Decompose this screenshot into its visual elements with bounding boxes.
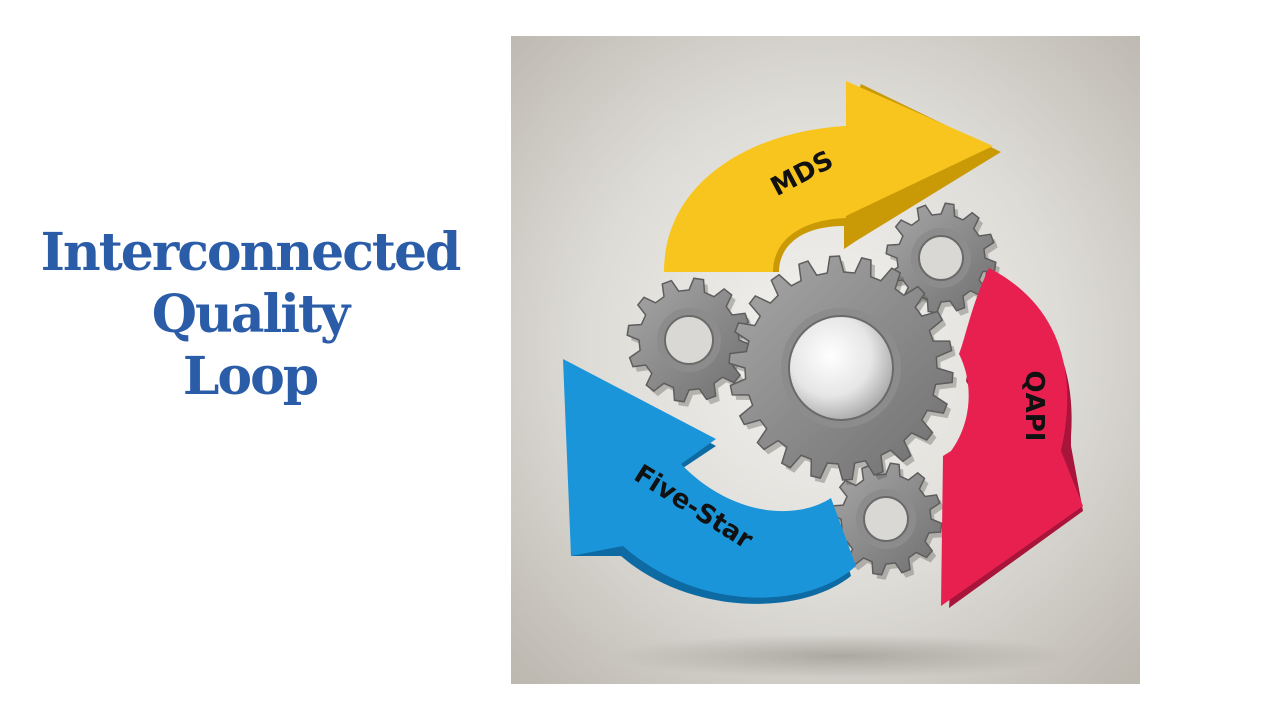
title-line-1: Interconnected <box>40 222 462 283</box>
cycle-diagram-svg: MDS QAPI Five-Star <box>511 36 1140 684</box>
floor-shadow <box>611 634 1071 678</box>
mds-arrow: MDS <box>664 81 1001 272</box>
qapi-arrow: QAPI <box>941 268 1083 608</box>
page-title: Interconnected Quality Loop <box>40 222 462 408</box>
qapi-arrow-body <box>941 268 1083 606</box>
small-gear-left <box>626 277 755 407</box>
five-star-arrow-body <box>563 359 856 598</box>
mds-arrow-body <box>664 81 993 272</box>
small-gear-left-hub <box>664 315 714 365</box>
small-gear-bottom-right-hub <box>863 496 909 542</box>
cycle-diagram: MDS QAPI Five-Star <box>511 36 1140 684</box>
gears-group <box>626 202 1000 580</box>
large-center-gear-hub <box>788 315 894 421</box>
large-center-gear <box>728 255 957 485</box>
small-gear-top-right-hub <box>918 235 964 281</box>
title-line-3: Loop <box>182 346 319 407</box>
title-line-2: Quality <box>151 284 351 345</box>
qapi-label: QAPI <box>1019 371 1049 442</box>
small-gear-bottom-right <box>829 462 946 580</box>
